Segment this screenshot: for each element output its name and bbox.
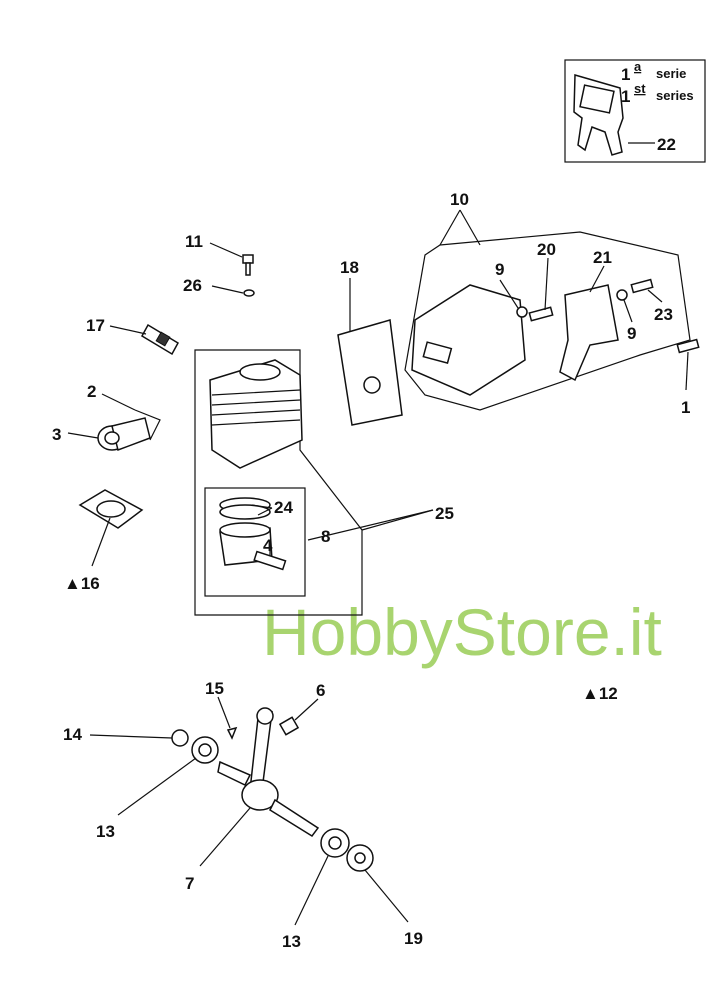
part-label-24: 24 [274, 498, 293, 517]
part-label-1: 1 [681, 398, 690, 417]
inset-line1-num: 1 [621, 65, 630, 84]
part-label-17: 17 [86, 316, 105, 335]
washer-part-26 [243, 289, 255, 297]
clamp-part-2 [134, 409, 161, 441]
part-label-10: 10 [450, 190, 469, 209]
inset-line2-sup: st [634, 81, 646, 96]
part-label-6: 6 [316, 681, 325, 700]
inset-line1-text: serie [656, 66, 686, 81]
inset-line2-text: series [656, 88, 694, 103]
part-label-22: 22 [657, 135, 676, 154]
screw-part-23 [630, 278, 654, 294]
part-label-18: 18 [340, 258, 359, 277]
key-part-15 [226, 726, 238, 740]
washer-part-9 [516, 306, 528, 318]
muffler [411, 284, 526, 396]
part-label-2: 2 [87, 382, 96, 401]
piston-rings-part-24 [219, 497, 271, 520]
spark-plug-part-17 [140, 323, 180, 356]
leader-lines [67, 242, 689, 926]
needle-bearing-part-6 [278, 716, 300, 736]
part-label-13a: 13 [96, 822, 115, 841]
part-label-15: 15 [205, 679, 224, 698]
part-label-3: 3 [52, 425, 61, 444]
seal-part-14 [171, 729, 189, 747]
muffler-group-outline [404, 231, 691, 411]
bearing-part-13a [191, 736, 219, 764]
part-label-8: 8 [321, 527, 330, 546]
screw-part-1 [676, 338, 700, 354]
part-label-7: 7 [185, 874, 194, 893]
part-label-19: 19 [404, 929, 423, 948]
inset-line1-sup: a [634, 59, 642, 74]
inset-line2-num: 1 [621, 87, 630, 106]
part-label-20: 20 [537, 240, 556, 259]
part-label-26: 26 [183, 276, 202, 295]
inset-plate-part-22 [573, 74, 624, 156]
plate-part-21 [559, 284, 619, 382]
part-label-12: ▲12 [582, 684, 618, 703]
part-label-9a: 9 [495, 260, 504, 279]
piston-group-outline [204, 487, 306, 597]
crankshaft-part-7 [217, 707, 320, 837]
gasket-part-18 [337, 319, 403, 426]
cylinder [209, 359, 303, 469]
bearing-part-13b [320, 828, 350, 858]
part-label-21: 21 [593, 248, 612, 267]
seal-part-19 [346, 844, 374, 872]
watermark: HobbyStore.it [262, 595, 662, 669]
pin-part-4 [253, 550, 287, 571]
part-label-25: 25 [435, 504, 454, 523]
first-series-inset: 1 a serie 1 st series 22 [564, 59, 706, 163]
screw-part-20 [528, 306, 554, 322]
part-label-23: 23 [654, 305, 673, 324]
part-label-4: 4 [263, 536, 273, 555]
intake-part-3 [97, 417, 151, 451]
part-label-14: 14 [63, 725, 82, 744]
part-label-16: ▲16 [64, 574, 100, 593]
screw-part-11 [242, 254, 254, 276]
gasket-part-16 [78, 489, 144, 529]
part-label-13b: 13 [282, 932, 301, 951]
washer-part-9b [616, 289, 628, 301]
part-label-11: 11 [185, 232, 203, 251]
part-label-9b: 9 [627, 324, 636, 343]
